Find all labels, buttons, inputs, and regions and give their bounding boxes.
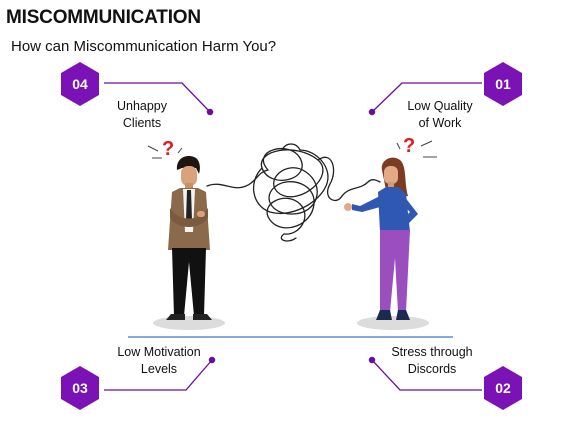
woman-hip-arm — [400, 196, 418, 226]
woman-shadow — [357, 316, 429, 330]
man-hair — [176, 156, 200, 174]
connector-03 — [104, 359, 213, 391]
man-question-mark: ? — [162, 138, 174, 160]
man-shoe-left — [166, 314, 185, 320]
tangled-scribble — [206, 143, 381, 242]
label-unhappy-clients: Unhappy Clients — [82, 98, 202, 132]
connector-lines — [104, 82, 482, 391]
label-line: Stress through — [391, 345, 473, 359]
badge-number: 01 — [495, 76, 511, 92]
connector-03-dot — [208, 356, 216, 364]
woman-question-mark: ? — [403, 135, 415, 157]
woman-figure — [344, 157, 418, 320]
connector-04-dot — [206, 108, 214, 116]
badge-02: 02 — [480, 365, 526, 411]
connector-01 — [371, 82, 482, 113]
man-shadow — [153, 316, 225, 330]
badge-number: 02 — [495, 380, 511, 396]
woman-face — [384, 166, 398, 184]
label-line: Clients — [122, 116, 162, 130]
label-stress-through-discords: Stress through Discords — [372, 344, 492, 378]
woman-confusion-lines — [396, 140, 437, 158]
man-figure — [166, 156, 212, 320]
label-low-quality-of-work: Low Quality of Work — [380, 98, 500, 132]
badge-03: 03 — [57, 365, 103, 411]
hexagon-shape — [61, 366, 99, 410]
man-face — [181, 166, 197, 186]
woman-trousers — [380, 230, 410, 312]
label-low-motivation-levels: Low Motivation Levels — [99, 344, 219, 378]
hexagon-shape — [484, 366, 522, 410]
slide-subtitle: How can Miscommunication Harm You? — [11, 38, 277, 55]
man-trousers — [172, 248, 206, 316]
label-line: Low Quality — [407, 99, 473, 113]
label-line: Low Motivation — [117, 345, 201, 359]
woman-shoe-right — [396, 310, 410, 320]
man-crossed-arms — [170, 208, 208, 227]
badge-number: 04 — [72, 76, 88, 92]
man-shoe-right — [193, 314, 212, 320]
hexagon-shape — [61, 62, 99, 106]
woman-blouse — [378, 187, 410, 232]
label-line: Unhappy — [116, 99, 168, 113]
label-line: of Work — [418, 116, 462, 130]
woman-hand — [344, 203, 352, 211]
man-neck — [185, 183, 193, 190]
label-line: Discords — [407, 362, 457, 376]
woman-shoe-left — [376, 310, 392, 320]
man-tie — [186, 190, 192, 224]
badge-number: 03 — [72, 380, 88, 396]
slide-title: MISCOMMUNICATION — [6, 7, 201, 28]
badge-01: 01 — [480, 61, 526, 107]
hexagon-shape — [484, 62, 522, 106]
badge-04: 04 — [57, 61, 103, 107]
connector-04 — [104, 82, 211, 113]
label-line: Levels — [140, 362, 178, 376]
man-hand — [197, 211, 205, 217]
connector-02 — [371, 359, 482, 391]
connector-02-dot — [368, 356, 376, 364]
connector-01-dot — [368, 108, 376, 116]
woman-arm — [352, 196, 384, 212]
woman-neck — [388, 182, 394, 188]
man-confusion-lines — [147, 145, 183, 159]
